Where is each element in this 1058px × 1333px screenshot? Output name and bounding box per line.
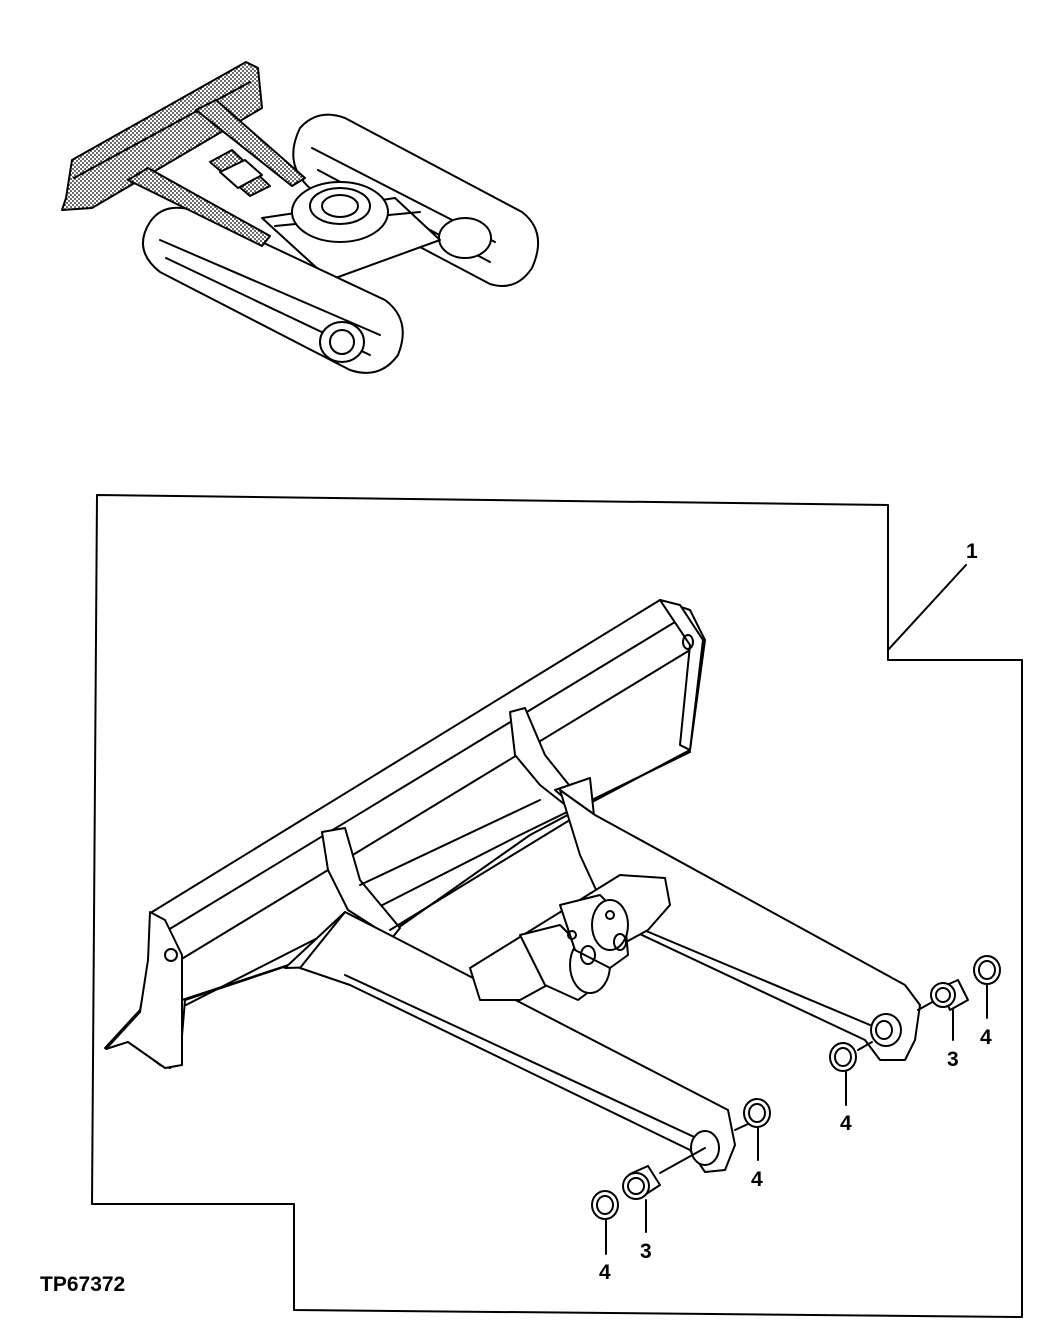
callout-4-left-lower: 4: [599, 1261, 611, 1284]
dozer-blade-highlighted: [61, 61, 306, 247]
callout-4-left-upper: 4: [751, 1168, 763, 1191]
shim-left-upper: [743, 1098, 771, 1128]
locator-view: [61, 61, 539, 374]
left-gusset-rib: [321, 827, 401, 939]
blade-left-end-plate: [105, 911, 183, 1069]
callout-3-right: 3: [947, 1048, 959, 1071]
shim-right-inner: [829, 1042, 857, 1072]
leader-line-1: [887, 564, 967, 651]
left-push-arm: [299, 911, 736, 1173]
shim-left-lower: [591, 1190, 619, 1220]
bushing-left: [622, 1165, 661, 1200]
component-boundary: [91, 494, 1023, 1318]
right-arm-pivot-hole: [870, 1013, 902, 1047]
figure-id: TP67372: [40, 1273, 125, 1296]
rear-track: [292, 113, 539, 287]
callout-1: 1: [966, 540, 978, 563]
callout-4-right-outer: 4: [980, 1026, 992, 1049]
callout-4-right-inner: 4: [840, 1112, 852, 1135]
shim-right-outer: [973, 955, 1001, 985]
swing-bearing: [291, 181, 389, 243]
blade-left-pin-hole: [164, 948, 178, 962]
cylinder-port-hole: [567, 930, 577, 940]
dozer-blade-assembly: [104, 599, 937, 1174]
callout-3-left: 3: [640, 1240, 652, 1263]
cross-member: [359, 799, 541, 886]
bushing-right: [930, 979, 969, 1011]
blade-cylinder: [469, 874, 671, 1001]
